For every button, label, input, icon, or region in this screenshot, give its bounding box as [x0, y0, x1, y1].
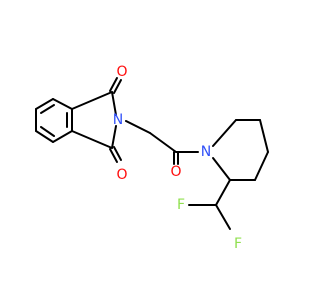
bond: [149, 132, 177, 153]
difluoromethyl: [188, 179, 231, 230]
bond: [215, 179, 231, 206]
bond: [109, 148, 118, 163]
bond: [109, 77, 118, 92]
bond: [111, 125, 117, 149]
bond: [259, 119, 269, 153]
bond: [113, 79, 122, 94]
bond: [212, 119, 237, 147]
atom-label-nitrogen: N: [113, 112, 123, 128]
atom-label-fluorine: F: [234, 236, 242, 252]
bond: [254, 151, 269, 181]
imide-ring: [71, 77, 122, 163]
bond: [35, 98, 54, 110]
atom-label-oxygen: O: [170, 164, 181, 180]
bond: [40, 126, 55, 137]
bond: [71, 130, 113, 149]
bond: [52, 98, 73, 110]
benzene-ring: [35, 98, 73, 143]
bond: [215, 204, 231, 230]
linker: [125, 120, 199, 165]
bond: [52, 130, 73, 143]
bond: [71, 91, 113, 110]
bond: [125, 120, 151, 134]
background: [0, 0, 300, 300]
atom-label-nitrogen: N: [201, 144, 211, 160]
atom-label-oxygen: O: [116, 167, 127, 183]
bond: [113, 146, 122, 161]
atom-label-fluorine: F: [177, 197, 185, 213]
piperidine-ring: [212, 119, 269, 181]
bond: [35, 130, 54, 143]
bond: [40, 104, 55, 114]
bond: [111, 91, 117, 116]
molecule-structure: O O N O N F F: [0, 0, 300, 300]
atom-label-oxygen: O: [116, 64, 127, 80]
molecule-canvas: O O N O N F F: [0, 0, 300, 300]
bond: [212, 157, 231, 181]
